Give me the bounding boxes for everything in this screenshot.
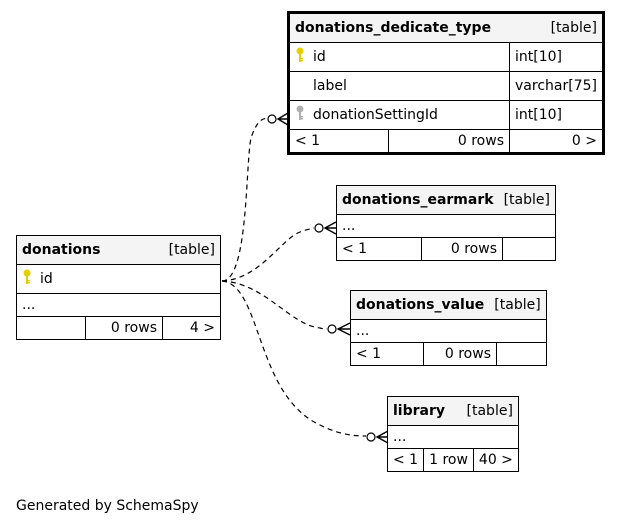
columns-ellipsis: ...	[387, 425, 519, 449]
table-footer: < 1 0 rows	[336, 237, 556, 261]
table-donations-dedicate-type[interactable]: donations_dedicate_type [table] id int[1…	[287, 11, 605, 155]
table-kind: [table]	[550, 20, 597, 36]
children-count[interactable]: 0 >	[509, 129, 604, 154]
column-row[interactable]: label varchar[75]	[288, 71, 604, 101]
edge-to-earmark	[221, 227, 315, 282]
table-header: donations [table]	[16, 235, 221, 265]
children-count[interactable]	[496, 342, 547, 366]
table-footer: 0 rows 4 >	[16, 316, 221, 340]
table-header: library [table]	[387, 396, 519, 426]
table-donations-value[interactable]: donations_value [table] ... < 1 0 rows	[350, 290, 547, 366]
edge-end-dedicate-type	[267, 114, 277, 124]
edge-to-dedicate-type	[221, 117, 271, 282]
generated-by-label: Generated by SchemaSpy	[16, 498, 199, 514]
table-kind: [table]	[494, 297, 541, 313]
row-count: 0 rows	[388, 129, 510, 154]
column-type: varchar[75]	[509, 71, 604, 101]
column-name: id	[40, 271, 53, 287]
children-count[interactable]: 4 >	[162, 316, 221, 340]
column-name: donationSettingId	[313, 107, 438, 123]
foreign-key-icon	[295, 105, 307, 125]
columns-ellipsis: ...	[350, 319, 547, 343]
parents-count[interactable]: < 1	[288, 129, 389, 154]
column-name: id	[313, 49, 326, 65]
parents-count[interactable]: < 1	[336, 237, 422, 261]
row-count: 0 rows	[421, 237, 503, 261]
column-row[interactable]: donationSettingId int[10]	[288, 100, 604, 130]
table-donations-earmark[interactable]: donations_earmark [table] ... < 1 0 rows	[336, 185, 556, 261]
crowfoot-library	[375, 430, 389, 444]
row-count: 1 row	[423, 448, 474, 472]
children-count[interactable]	[502, 237, 556, 261]
parents-count[interactable]: < 1	[386, 448, 425, 472]
row-count: 0 rows	[85, 316, 163, 340]
columns-ellipsis: ...	[336, 214, 556, 238]
edge-end-value	[327, 324, 337, 334]
children-count[interactable]: 40 >	[472, 448, 519, 472]
table-donations[interactable]: donations [table] id ... 0 rows 4 >	[16, 235, 221, 340]
table-footer: < 1 1 row 40 >	[386, 448, 519, 472]
column-type: int[10]	[509, 42, 604, 72]
crowfoot-value	[336, 322, 351, 336]
table-kind: [table]	[503, 192, 550, 208]
column-row[interactable]: id	[16, 264, 221, 294]
crowfoot-dedicate-type	[276, 112, 289, 126]
column-type: int[10]	[509, 100, 604, 130]
edge-to-value	[221, 280, 328, 330]
table-kind: [table]	[466, 403, 513, 419]
column-name: label	[288, 71, 510, 101]
parents-count[interactable]: < 1	[350, 342, 424, 366]
row-count: 0 rows	[423, 342, 497, 366]
table-header: donations_earmark [table]	[336, 185, 556, 215]
table-name: donations	[22, 242, 101, 258]
table-name: donations_earmark	[342, 192, 494, 208]
edge-end-library	[366, 432, 376, 442]
parents-count[interactable]	[16, 316, 86, 340]
column-row[interactable]: id int[10]	[288, 42, 604, 72]
table-name: donations_dedicate_type	[295, 20, 492, 36]
table-footer: < 1 0 rows 0 >	[288, 129, 604, 154]
table-name: donations_value	[356, 297, 485, 313]
edge-to-library	[221, 280, 367, 437]
table-library[interactable]: library [table] ... < 1 1 row 40 >	[386, 396, 519, 472]
edge-end-earmark	[314, 223, 324, 233]
key-icon	[22, 269, 34, 289]
key-icon	[295, 47, 307, 67]
table-name: library	[393, 403, 446, 419]
table-footer: < 1 0 rows	[350, 342, 547, 366]
crowfoot-earmark	[323, 221, 337, 235]
table-header: donations_value [table]	[350, 290, 547, 320]
table-header: donations_dedicate_type [table]	[288, 12, 604, 43]
columns-ellipsis: ...	[16, 293, 221, 317]
table-kind: [table]	[168, 242, 215, 258]
